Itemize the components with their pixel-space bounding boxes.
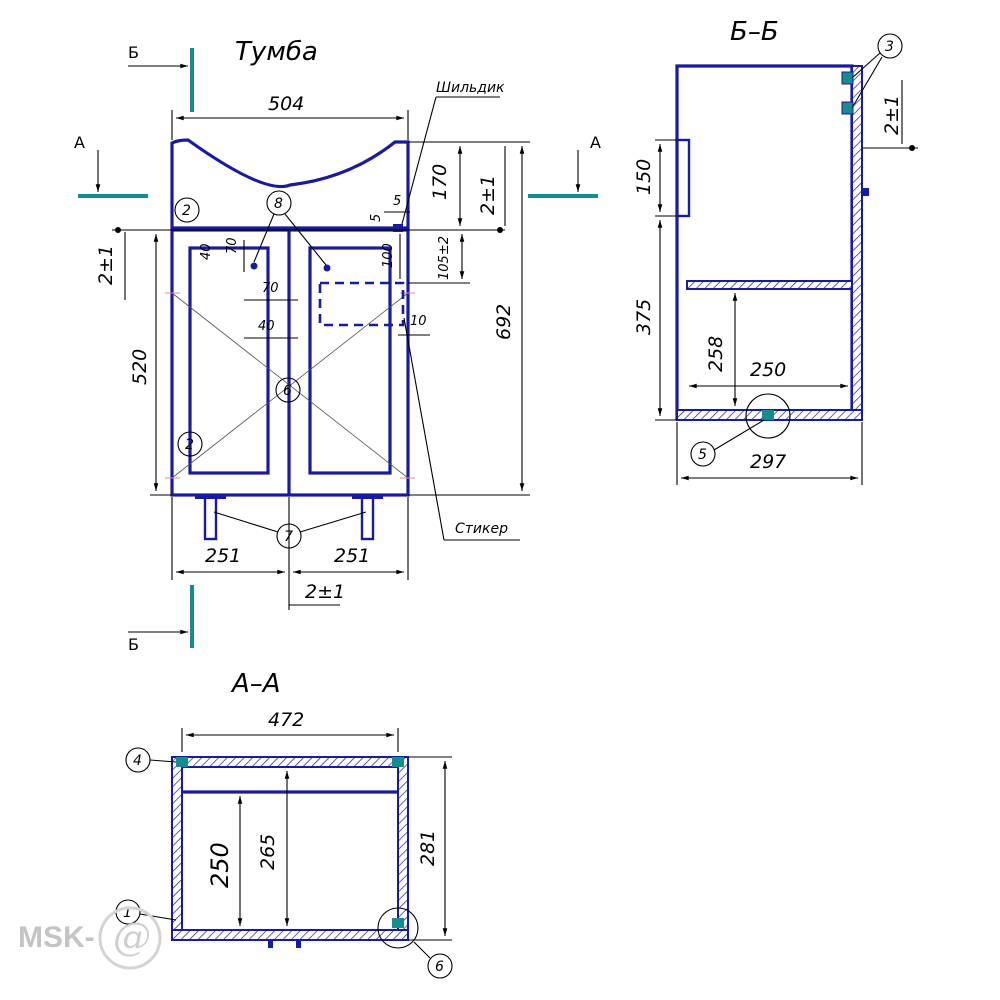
dim-692: 692 (493, 304, 515, 340)
dim-250-b: 250 (750, 359, 786, 381)
svg-text:3: 3 (885, 39, 894, 55)
dim-297: 297 (750, 451, 786, 473)
dim-40a: 40 (199, 243, 214, 260)
cut-a-left: А (74, 133, 85, 152)
svg-text:6: 6 (435, 959, 444, 975)
dim-170: 170 (429, 164, 451, 200)
front-title: Тумба (235, 37, 318, 67)
dim-10: 10 (410, 314, 427, 329)
basin-outline (170, 138, 410, 230)
front-view: Тумба А А (74, 37, 601, 654)
note-plate: Шильдик (436, 80, 505, 96)
dim-251-right: 251 (334, 545, 370, 567)
section-a-view: А–А 472 250 265 281 4 (115, 669, 453, 979)
dim-5b: 5 (369, 214, 384, 222)
svg-text:1: 1 (123, 905, 132, 921)
svg-text:7: 7 (284, 529, 293, 545)
note-sticker: Стикер (455, 521, 508, 537)
dim-251-left: 251 (205, 545, 241, 567)
svg-text:8: 8 (274, 196, 283, 212)
balloon-4: 4 (125, 747, 151, 773)
dim-150: 150 (633, 159, 655, 195)
dim-250-a: 250 (206, 842, 234, 888)
svg-text:2: 2 (182, 203, 191, 219)
dim-2pm1-left: 2±1 (95, 245, 117, 285)
svg-text:@: @ (113, 915, 151, 959)
dim-472: 472 (268, 709, 304, 731)
right-door-frame (308, 246, 392, 475)
dim-2pm1-right: 2±1 (477, 175, 499, 215)
dim-520: 520 (129, 349, 151, 385)
section-b-title: Б–Б (730, 17, 779, 47)
watermark: MSK- @ (18, 906, 162, 970)
leg-right (360, 495, 375, 541)
svg-text:5: 5 (698, 447, 707, 463)
dim-70b: 70 (262, 281, 279, 296)
svg-text:4: 4 (133, 753, 142, 769)
svg-text:MSK-: MSK- (18, 921, 95, 954)
balloon-6-front: 6 (275, 377, 301, 403)
dim-375: 375 (633, 299, 655, 335)
dim-2pm1-bottom: 2±1 (305, 581, 345, 603)
balloon-7: 7 (276, 523, 302, 549)
svg-text:2: 2 (185, 437, 194, 453)
dim-265: 265 (257, 834, 279, 870)
section-b-view: Б–Б 150 375 258 250 297 (633, 17, 918, 485)
dim-100: 100 (381, 243, 396, 268)
balloon-2-bottom: 2 (177, 431, 203, 457)
sticker-area (318, 281, 405, 327)
balloon-2-top: 2 (174, 197, 200, 223)
svg-text:6: 6 (283, 383, 292, 399)
cut-a-right: А (590, 133, 601, 152)
dim-40b: 40 (258, 319, 275, 334)
balloon-8: 8 (266, 190, 292, 216)
left-door-frame (188, 246, 270, 475)
dim-504: 504 (268, 93, 304, 115)
balloon-5: 5 (690, 441, 716, 467)
dim-105: 105±2 (437, 236, 452, 280)
balloon-6-section: 6 (427, 953, 453, 979)
dim-281: 281 (417, 830, 439, 866)
cut-b-bottom: Б (128, 635, 139, 654)
balloon-3: 3 (877, 33, 903, 59)
leg-left (203, 495, 218, 541)
cut-b-top: Б (128, 43, 139, 62)
dim-2pm1-b: 2±1 (881, 95, 903, 135)
dim-70a: 70 (225, 237, 240, 254)
dim-5a: 5 (393, 194, 401, 209)
dim-258: 258 (705, 336, 727, 372)
section-a-title: А–А (230, 669, 281, 699)
